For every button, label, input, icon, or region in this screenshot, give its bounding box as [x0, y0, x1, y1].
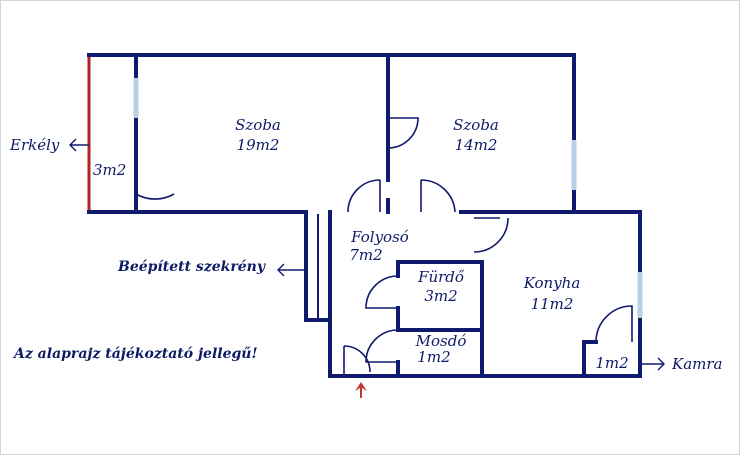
room-label: Folyosó — [350, 228, 409, 246]
room-label: Mosdó — [415, 332, 467, 350]
doors — [135, 117, 633, 376]
arrows — [69, 138, 665, 371]
room-area: 7m2 — [349, 246, 382, 264]
room-label: Fürdő — [417, 268, 465, 286]
room-area: 11m2 — [531, 295, 574, 313]
pantry-label: Kamra — [671, 355, 723, 373]
disclaimer-note: Az alaprajz tájékoztató jellegű! — [12, 346, 258, 362]
room-label: Szoba — [453, 116, 499, 134]
room-label: Szoba — [235, 116, 281, 134]
windows — [133, 78, 643, 318]
room-area: 1m2 — [417, 348, 450, 366]
room-area: 14m2 — [455, 136, 498, 154]
room-area: 3m2 — [424, 287, 457, 305]
balcony-area: 3m2 — [93, 161, 126, 179]
walls — [87, 53, 642, 378]
balcony-label: Erkély — [9, 136, 60, 154]
wardrobe-label: Beépített szekrény — [117, 259, 266, 275]
room-label: Konyha — [523, 274, 581, 292]
pantry-area: 1m2 — [595, 354, 628, 372]
room-area: 19m2 — [237, 136, 280, 154]
entrance-arrow-icon — [355, 382, 367, 398]
